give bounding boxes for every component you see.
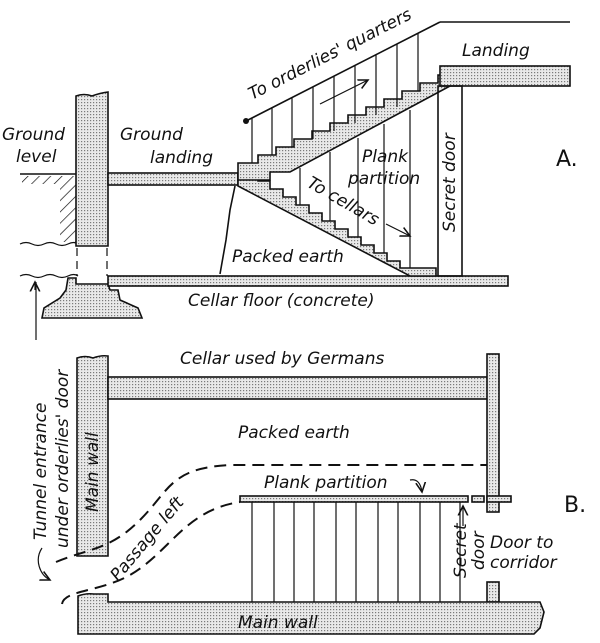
panel-a: Ground level Ground landing To orderlies… <box>2 5 578 319</box>
label-cellar-used-by-germans: Cellar used by Germans <box>180 349 385 369</box>
plank-partition-top <box>239 495 469 503</box>
balusters <box>251 33 419 163</box>
label-passage-left: Passage left <box>107 492 190 585</box>
label-plank-partition-b: Plank partition <box>264 473 388 493</box>
label-ground-level: Ground <box>2 125 65 145</box>
main-wall-a <box>75 91 109 247</box>
upper-landing-slab <box>439 65 571 87</box>
label-landing: Landing <box>462 41 530 61</box>
label-tunnel-entrance-2: under orderlies' door <box>53 369 73 548</box>
door-frame <box>486 495 512 503</box>
marker-b: B. <box>564 493 586 518</box>
label-packed-earth-a: Packed earth <box>232 247 344 267</box>
main-wall-bottom <box>77 592 545 635</box>
label-main-wall-bottom: Main wall <box>238 613 318 633</box>
label-ground-landing: Ground <box>120 125 183 145</box>
plank-partition-a <box>299 110 411 268</box>
ground-landing-slab <box>107 172 239 186</box>
plank-partition-b <box>251 502 461 602</box>
marker-a: A. <box>556 147 578 172</box>
secret-door-gap <box>471 495 485 503</box>
label-packed-earth-b: Packed earth <box>238 423 350 443</box>
label-secret-door-b: Secret <box>451 522 471 578</box>
label-plank-partition-2: partition <box>347 169 420 189</box>
label-plank-partition: Plank <box>362 147 409 167</box>
handrail <box>247 21 441 121</box>
label-ground-level-2: level <box>16 147 57 167</box>
right-wall-lower <box>486 581 500 603</box>
label-ground-landing-2: landing <box>150 148 213 168</box>
passage-upper <box>55 464 487 563</box>
label-door-to-corridor: Door to <box>490 533 553 553</box>
cellar-floor-slab <box>107 275 509 287</box>
secret-door-a <box>437 85 463 277</box>
cellar-slab <box>107 376 489 400</box>
main-wall-left <box>76 354 109 557</box>
wall-footing <box>41 277 144 319</box>
panel-b: Cellar used by Germans Packed earth Plan… <box>31 282 586 635</box>
right-wall-upper <box>486 353 500 513</box>
ground-level-hatch <box>19 173 79 247</box>
label-secret-door-a: Secret door <box>440 132 460 232</box>
passage-lower <box>61 501 241 605</box>
cellar-stair <box>237 172 437 277</box>
label-to-orderlies-quarters: To orderlies' quarters <box>245 5 415 105</box>
label-door-to-corridor-2: corridor <box>490 553 558 573</box>
label-tunnel-entrance: Tunnel entrance <box>31 403 51 540</box>
label-secret-door-b-2: door <box>469 530 489 570</box>
label-cellar-floor: Cellar floor (concrete) <box>188 291 374 311</box>
tunnel-arrow <box>35 282 50 580</box>
label-main-wall-left: Main wall <box>83 432 103 512</box>
